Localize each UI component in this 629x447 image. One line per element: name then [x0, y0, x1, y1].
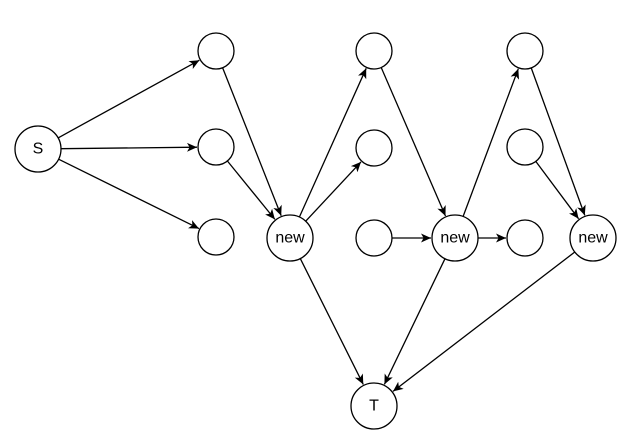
node-c2-top	[355, 32, 393, 70]
edge-c3-mid-to-new3	[535, 161, 580, 220]
node-circle-c3-mid	[506, 128, 544, 166]
edge-new3-to-t	[392, 251, 576, 392]
edge-new1-to-c2-top	[298, 68, 367, 218]
node-c3-right	[506, 219, 544, 257]
edge-c1-top-to-new1	[221, 67, 282, 216]
node-c1-mid	[197, 128, 235, 166]
node-circle-new1	[266, 214, 314, 262]
node-c1-top	[197, 32, 235, 70]
node-c2-mid	[355, 129, 393, 167]
node-circle-c3-top	[506, 32, 544, 70]
node-new3: new	[569, 214, 617, 262]
node-label-new1: new	[275, 230, 305, 247]
node-new1: new	[266, 214, 314, 262]
edge-new2-to-t	[383, 258, 446, 385]
edge-s-to-c1-bot	[58, 158, 200, 230]
edge-c1-mid-to-new1	[226, 160, 276, 220]
node-c3-mid	[506, 128, 544, 166]
node-circle-c2-top	[355, 32, 393, 70]
node-circle-c1-top	[197, 32, 235, 70]
edge-new2-to-c3-top	[462, 68, 520, 217]
node-label-new2: new	[440, 230, 470, 247]
edge-s-to-c1-mid	[60, 142, 198, 152]
node-label-t: T	[369, 398, 379, 415]
node-s: S	[14, 125, 62, 173]
node-circle-c2-left	[355, 219, 393, 257]
node-circle-c1-bot	[197, 218, 235, 256]
node-circle-new2	[431, 214, 479, 262]
edge-s-to-c1-top	[57, 59, 200, 139]
edge-new1-to-c2-mid	[305, 161, 362, 222]
node-circle-c2-mid	[355, 129, 393, 167]
node-c3-top	[506, 32, 544, 70]
edge-new1-to-t	[299, 258, 364, 385]
edge-c3-top-to-new3	[530, 67, 586, 216]
node-t: T	[350, 382, 398, 430]
edges-layer	[57, 59, 586, 392]
node-circle-t	[350, 382, 398, 430]
node-circle-new3	[569, 214, 617, 262]
edge-c2-top-to-new2	[380, 67, 447, 217]
node-circle-s	[14, 125, 62, 173]
node-c1-bot	[197, 218, 235, 256]
node-circle-c3-right	[506, 219, 544, 257]
node-new2: new	[431, 214, 479, 262]
node-c2-left	[355, 219, 393, 257]
node-label-new3: new	[578, 230, 608, 247]
node-label-s: S	[33, 141, 44, 158]
node-circle-c1-mid	[197, 128, 235, 166]
